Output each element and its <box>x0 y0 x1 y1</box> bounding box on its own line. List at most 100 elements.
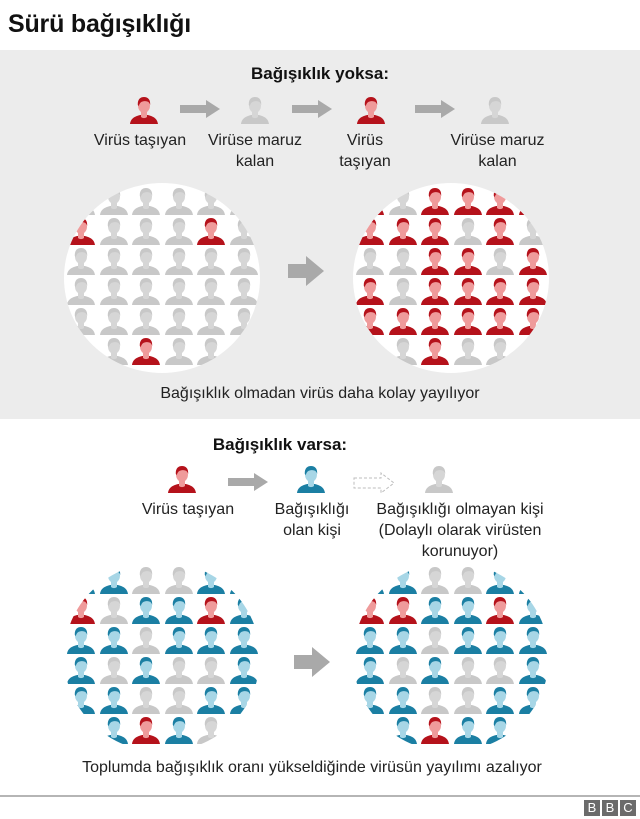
exposed-person-icon <box>164 305 194 335</box>
immune-person-icon <box>66 564 96 594</box>
exposed-person-icon <box>229 245 259 275</box>
immune-person-icon <box>388 714 418 744</box>
bbc-logo-letter: B <box>584 800 600 816</box>
immune-person-icon <box>66 654 96 684</box>
carrier-person-icon <box>518 185 548 215</box>
immune-person-icon <box>388 624 418 654</box>
exposed-person-icon <box>164 215 194 245</box>
carrier-person-icon <box>356 94 386 129</box>
immune-person-icon <box>131 594 161 624</box>
carrier-person-icon <box>485 594 515 624</box>
immune-person-icon <box>99 684 129 714</box>
immune-person-icon <box>99 624 129 654</box>
immune-person-icon <box>453 624 483 654</box>
carrier-person-icon <box>388 215 418 245</box>
immune-person-icon <box>485 684 515 714</box>
exposed-person-icon <box>229 185 259 215</box>
exposed-person-icon <box>131 564 161 594</box>
carrier-person-icon <box>518 305 548 335</box>
exposed-person-icon <box>131 275 161 305</box>
exposed-person-icon <box>420 684 450 714</box>
carrier-person-icon <box>453 305 483 335</box>
carrier-person-icon <box>485 305 515 335</box>
page-title: Sürü bağışıklığı <box>8 10 191 38</box>
carrier-person-icon <box>453 275 483 305</box>
carrier-person-icon <box>485 215 515 245</box>
exposed-person-icon <box>196 335 226 365</box>
carrier-person-icon <box>355 185 385 215</box>
immune-person-icon <box>66 624 96 654</box>
no-immunity-caption: Bağışıklık olmadan virüs daha kolay yayı… <box>160 385 480 402</box>
exposed-person-icon <box>240 94 270 129</box>
no-immunity-panel: Bağışıklık yoksa: Virüs taşıyan Virüse m… <box>0 50 640 419</box>
immune-person-icon <box>164 594 194 624</box>
carrier-person-icon <box>518 275 548 305</box>
legend-label-exposed: Virüse maruz kalan <box>208 132 302 170</box>
exposed-person-icon <box>131 245 161 275</box>
immune-person-icon <box>229 564 259 594</box>
carrier-person-icon <box>420 185 450 215</box>
immune-person-icon <box>518 654 548 684</box>
population-before-circle <box>64 183 260 373</box>
exposed-person-icon <box>388 335 418 365</box>
bbc-logo: B B C <box>584 800 636 816</box>
exposed-person-icon <box>66 305 96 335</box>
immune-person-icon <box>196 624 226 654</box>
exposed-person-icon <box>99 654 129 684</box>
carrier-person-icon <box>131 714 161 744</box>
immune-person-icon <box>355 624 385 654</box>
immune-person-icon <box>229 654 259 684</box>
legend-label-carrier: Virüs taşıyan <box>339 132 391 170</box>
carrier-person-icon <box>196 594 226 624</box>
exposed-person-icon <box>131 185 161 215</box>
immune-person-icon <box>453 714 483 744</box>
exposed-person-icon <box>388 275 418 305</box>
immune-person-icon <box>99 564 129 594</box>
exposed-person-icon <box>131 215 161 245</box>
exposed-person-icon <box>164 245 194 275</box>
bbc-logo-letter: B <box>602 800 618 816</box>
immune-person-icon <box>518 594 548 624</box>
with-immunity-heading: Bağışıklık varsa: <box>212 435 348 454</box>
carrier-person-icon <box>66 215 96 245</box>
immune-person-icon <box>66 684 96 714</box>
immune-person-icon <box>164 624 194 654</box>
carrier-person-icon <box>518 245 548 275</box>
exposed-person-icon <box>99 185 129 215</box>
exposed-person-icon <box>164 185 194 215</box>
exposed-person-icon <box>99 305 129 335</box>
exposed-person-icon <box>99 594 129 624</box>
immune-person-icon <box>131 654 161 684</box>
carrier-person-icon <box>355 215 385 245</box>
exposed-person-icon <box>196 275 226 305</box>
carrier-person-icon <box>453 245 483 275</box>
immune-person-icon <box>296 463 326 498</box>
exposed-person-icon <box>196 305 226 335</box>
no-immunity-heading: Bağışıklık yoksa: <box>251 64 389 83</box>
carrier-person-icon <box>420 714 450 744</box>
exposed-person-icon <box>453 654 483 684</box>
legend-label-unimmunized: Bağışıklığı olmayan kişi (Dolaylı olarak… <box>376 501 544 560</box>
carrier-person-icon <box>196 215 226 245</box>
immune-person-icon <box>229 684 259 714</box>
exposed-person-icon <box>453 335 483 365</box>
legend-label-carrier: Virüs taşıyan <box>93 132 187 149</box>
exposed-person-icon <box>453 564 483 594</box>
carrier-person-icon <box>131 335 161 365</box>
exposed-person-icon <box>485 654 515 684</box>
immune-person-icon <box>420 594 450 624</box>
footer-divider <box>0 795 640 797</box>
immune-person-icon <box>388 684 418 714</box>
exposed-person-icon <box>66 185 96 215</box>
carrier-person-icon <box>420 245 450 275</box>
exposed-person-icon <box>131 684 161 714</box>
with-immunity-panel: Bağışıklık varsa: Virüs taşıyan Bağışıkl… <box>0 419 640 789</box>
arrow-right-icon <box>415 100 455 118</box>
arrow-right-icon <box>294 647 330 677</box>
exposed-person-icon <box>388 185 418 215</box>
carrier-person-icon <box>420 335 450 365</box>
immune-person-icon <box>355 564 385 594</box>
carrier-person-icon <box>388 305 418 335</box>
immune-person-icon <box>518 564 548 594</box>
legend-label-exposed: Virüse maruz kalan <box>450 132 545 170</box>
